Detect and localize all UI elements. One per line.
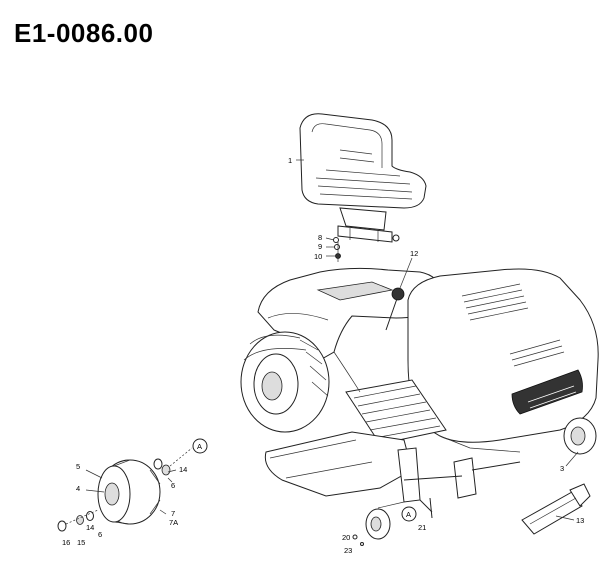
- callout-14-top: 14: [179, 465, 187, 474]
- callout-10: 10: [314, 252, 322, 261]
- discharge-tube: [521, 483, 591, 535]
- seat-hardware: [333, 237, 341, 262]
- gauge-wheel: [365, 501, 405, 540]
- mower-deck: [264, 431, 521, 513]
- callout-labels: 1 8 9 10 12 3 13 20 21 23 14 6 A A 5 4 7…: [62, 156, 584, 555]
- wheel-hardware-right: [153, 447, 193, 476]
- hood-louvers: [461, 283, 565, 367]
- callout-14-bottom: 14: [86, 523, 94, 532]
- callout-3: 3: [560, 464, 564, 473]
- ref-circle-a1: [192, 438, 208, 454]
- callout-23: 23: [344, 546, 352, 555]
- bolt-21: [429, 497, 433, 519]
- callout-20: 20: [342, 533, 350, 542]
- callout-8: 8: [318, 233, 322, 242]
- callout-6-bottom: 6: [98, 530, 102, 539]
- rear-wheel: [240, 331, 330, 433]
- callout-5: 5: [76, 462, 80, 471]
- washer-20: [352, 534, 358, 540]
- callout-1: 1: [288, 156, 292, 165]
- wheel-hardware-left: [57, 509, 99, 532]
- pin-23: [360, 542, 364, 546]
- callout-12: 12: [410, 249, 418, 258]
- ref-circle-a2: [401, 506, 417, 522]
- callout-4: 4: [76, 484, 80, 493]
- wheel-assembly: [97, 459, 161, 525]
- callout-16: 16: [62, 538, 70, 547]
- footrest-tread: [353, 385, 441, 439]
- diagram-title: E1-0086.00: [14, 18, 154, 48]
- callout-7: 7: [171, 509, 175, 518]
- callout-9: 9: [318, 242, 322, 251]
- callout-7a: 7A: [169, 518, 178, 527]
- callout-21: 21: [418, 523, 426, 532]
- ref-label-a1: A: [197, 442, 202, 451]
- leader-lines: [85, 159, 579, 521]
- callout-15: 15: [77, 538, 85, 547]
- shift-knob: [385, 287, 405, 331]
- callout-6-top: 6: [171, 481, 175, 490]
- callout-13: 13: [576, 516, 584, 525]
- ref-label-a2: A: [406, 510, 411, 519]
- seat-bracket: [337, 207, 400, 243]
- front-wheel: [563, 417, 597, 455]
- seat: [299, 113, 427, 209]
